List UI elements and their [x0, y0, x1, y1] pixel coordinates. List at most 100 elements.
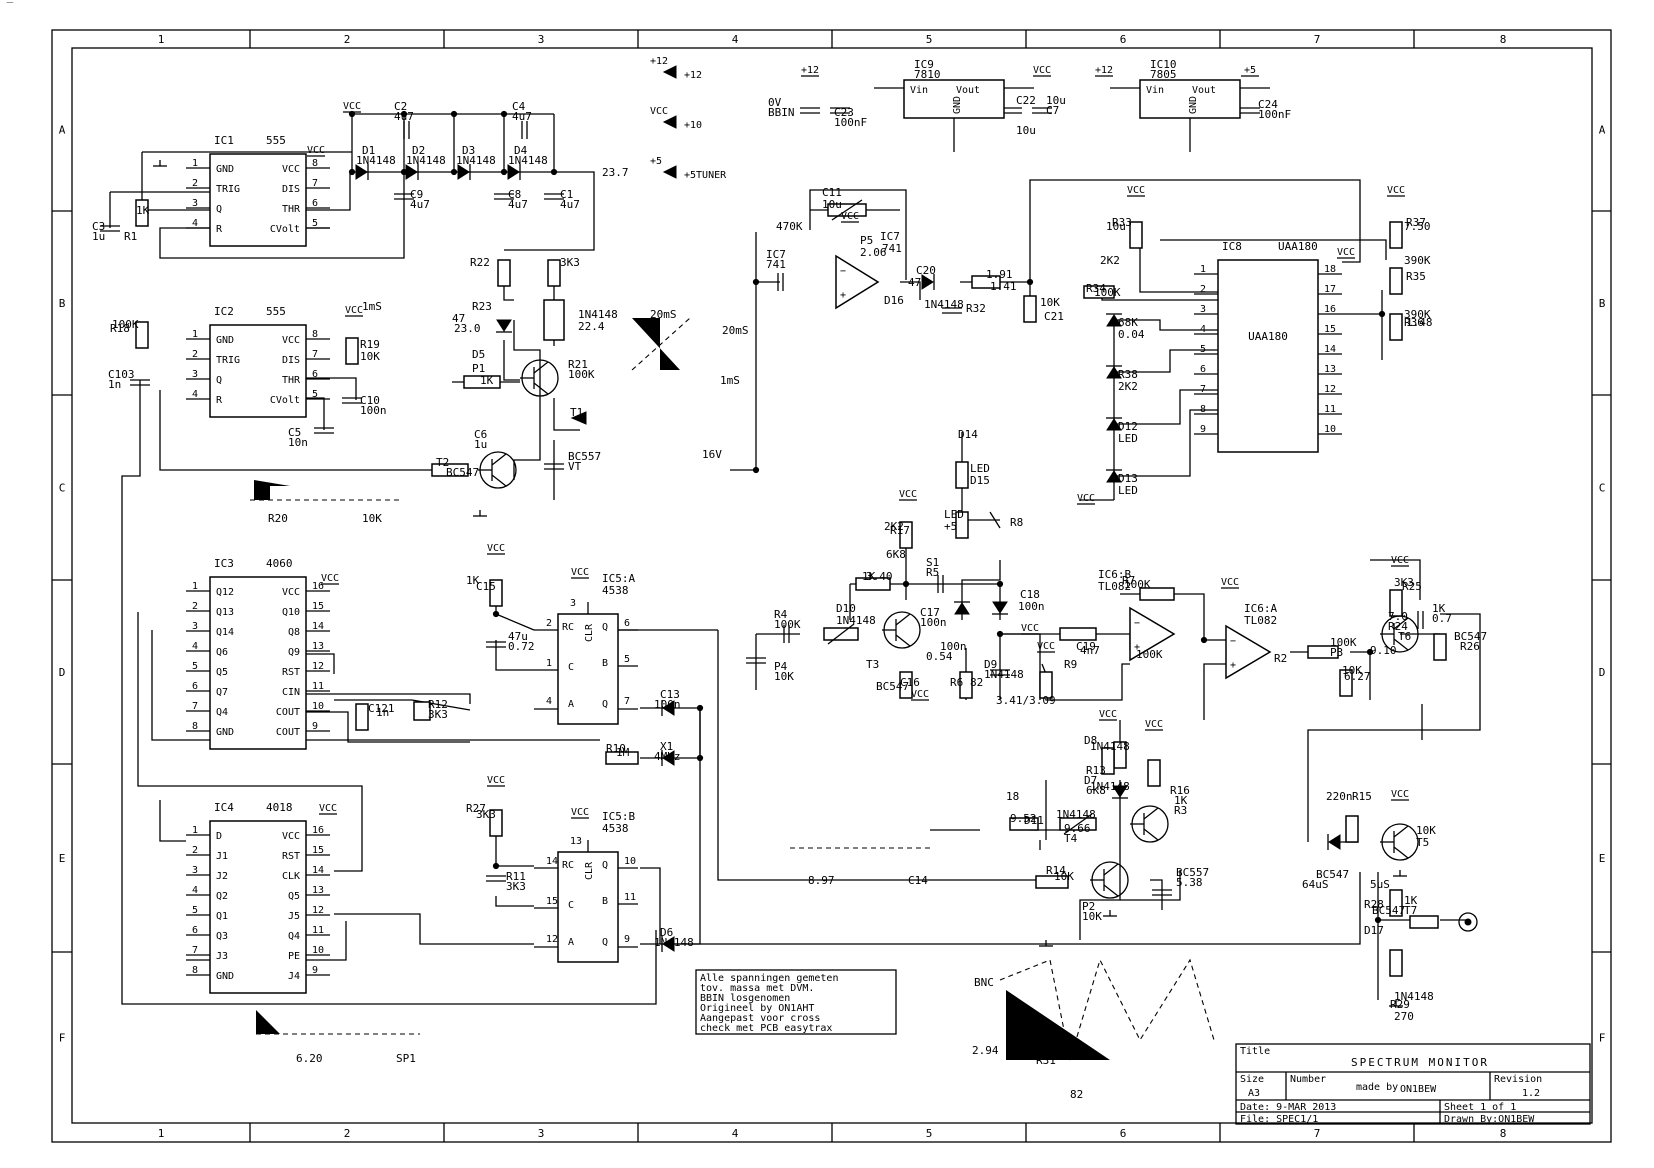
bnc-pin — [1464, 918, 1472, 926]
component-label: 1.91 — [986, 268, 1013, 281]
vcc-label: VCC — [1127, 185, 1145, 196]
note-line: BBIN losgenomen — [700, 993, 790, 1004]
pin-name: CVolt — [270, 395, 300, 406]
component-label: D8 — [1084, 734, 1097, 747]
component-label: R10 — [606, 742, 626, 755]
ic-ic5:a — [557, 613, 619, 725]
vcc-label: VCC — [1221, 577, 1239, 588]
vcc-label: VCC — [487, 775, 505, 786]
resistor — [855, 577, 891, 591]
label: VCC — [650, 106, 668, 117]
vcc-label: VCC — [899, 489, 917, 500]
pin-name: CLK — [282, 871, 300, 882]
component-label: 270 — [1394, 1010, 1414, 1023]
component-label: C16 — [900, 676, 920, 689]
pin-number: 11 — [1324, 404, 1336, 415]
component-label: 2K2 — [1100, 254, 1120, 267]
label: C — [568, 900, 574, 911]
label: 11 — [624, 892, 636, 903]
pwr-flag — [662, 65, 677, 79]
resistor — [431, 463, 469, 477]
pin-number: 12 — [312, 905, 324, 916]
vcc-label: VCC — [321, 573, 339, 584]
pin-name: DIS — [282, 355, 300, 366]
component-label: BC547 — [1372, 904, 1405, 917]
label: Vout — [956, 85, 980, 96]
opamp-type: TL082 — [1098, 580, 1131, 593]
component-label: 68K — [1118, 316, 1138, 329]
vcc-label: VCC — [1391, 789, 1409, 800]
component-label: 3K3 — [506, 880, 526, 893]
resistor — [1409, 915, 1439, 929]
component-label: 1n — [108, 378, 121, 391]
label: 14 — [546, 856, 558, 867]
pin-number: 3 — [192, 198, 198, 209]
label: + — [840, 290, 846, 301]
opamp — [1225, 624, 1272, 680]
component-label: 100n — [654, 698, 681, 711]
component-label: 10K — [1342, 664, 1362, 677]
pin-number: 7 — [312, 178, 318, 189]
component-label: 1K — [466, 574, 480, 587]
component-label: +5 — [944, 520, 957, 533]
component-label: 100K — [1124, 578, 1151, 591]
component-label: R38 — [1118, 368, 1138, 381]
size-value: A3 — [1248, 1088, 1260, 1099]
ic-ref: IC1 — [214, 134, 234, 147]
resistor — [1059, 627, 1097, 641]
component-label: SP1 — [396, 1052, 416, 1065]
vcc-label: VCC — [841, 211, 859, 222]
resistor — [1147, 759, 1161, 787]
pin-number: 6 — [192, 925, 198, 936]
component-label: 7.50 — [1404, 220, 1431, 233]
resistor — [959, 671, 973, 699]
pin-number: 1 — [192, 158, 198, 169]
component-label: R13 — [1086, 764, 1106, 777]
ic-ic2 — [209, 324, 307, 418]
component-label: C10 — [360, 394, 380, 407]
component-label: LED — [1118, 484, 1138, 497]
label: Q — [602, 622, 608, 633]
component-label: 10K — [360, 350, 380, 363]
component-label: S1 — [926, 556, 939, 569]
note-box — [695, 969, 897, 1035]
vcc-label: VCC — [1077, 493, 1095, 504]
col-label: 8 — [1500, 1127, 1507, 1140]
row-label: D — [1599, 666, 1606, 679]
ic-ref: IC2 — [214, 305, 234, 318]
pin-number: 6 — [312, 369, 318, 380]
resistor — [605, 751, 639, 765]
component-label: C7 — [1046, 104, 1059, 117]
label: 7 — [624, 696, 630, 707]
junction — [500, 110, 508, 118]
component-label: D15 — [970, 474, 990, 487]
pin-name: COUT — [276, 727, 300, 738]
component-label: 3.40 — [866, 570, 893, 583]
junction — [902, 580, 910, 588]
component-label: P4 — [774, 660, 788, 673]
vcc-label: +12 — [1095, 65, 1113, 76]
component-label: 10u — [1106, 220, 1126, 233]
resistor — [971, 275, 1001, 289]
number-label: Number — [1290, 1074, 1326, 1085]
component-label: C4 — [512, 100, 526, 113]
component-label: T4 — [1064, 832, 1078, 845]
label: CLR — [584, 861, 595, 880]
component-label: T3 — [866, 658, 879, 671]
component-label: LED — [944, 508, 964, 521]
resistor — [955, 511, 969, 539]
ic-ref: IC10 — [1150, 58, 1177, 71]
component-label: 470K — [776, 220, 803, 233]
component-label: 82 — [1070, 1088, 1083, 1101]
component-label: R14 — [1046, 864, 1066, 877]
ic-type: 4538 — [602, 584, 629, 597]
pin-name: GND — [216, 727, 234, 738]
component-label: 9.52 — [1010, 812, 1037, 825]
pin-number: 3 — [192, 621, 198, 632]
component-label: R7 — [1122, 574, 1135, 587]
vcc-label: VCC — [1391, 555, 1409, 566]
pin-number: 3 — [192, 865, 198, 876]
label: RC — [562, 860, 574, 871]
col-label: 3 — [538, 33, 545, 46]
